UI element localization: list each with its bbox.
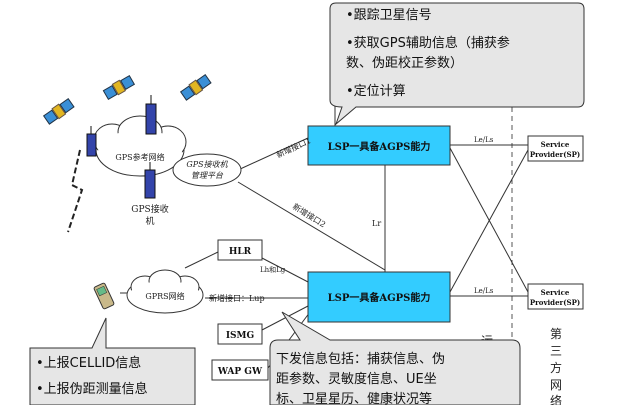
svg-text:网: 网 (550, 378, 562, 392)
gps-receiver-tower-icon (144, 162, 156, 199)
gps-receiver-tower-icon (145, 95, 157, 135)
gps-receiver-label: GPS接收 (131, 203, 168, 215)
link-gprs-hlr (184, 251, 219, 269)
top-callout-line-1: •跟踪卫星信号 (346, 8, 432, 23)
svg-text:方: 方 (550, 360, 562, 375)
hlr-label: HLR (229, 247, 252, 257)
bullet-icon: • (346, 84, 354, 99)
lh-lg-label: Lh和Lg (260, 265, 286, 274)
top-callout-line-2b: 数、伪距校正参数） (346, 56, 464, 71)
svg-text:第: 第 (550, 327, 562, 341)
new-interface-1-label: 新增接口1 (275, 135, 313, 160)
left-callout-line-2: •上报伪距测量信息 (36, 382, 148, 397)
lsp-node-bottom: LSP一具备AGPS能力 (307, 271, 451, 323)
new-interface-lup-label: 新增接口：Lup (209, 293, 265, 303)
link-ismg (261, 305, 309, 331)
le-ls-top-label: Le/Ls (474, 136, 494, 144)
gprs-network-cloud: GPRS网络 (126, 269, 204, 314)
sp-bottom-label-1: Service (541, 288, 570, 297)
bullet-icon: • (36, 356, 44, 371)
gps-receiver-label-2: 机 (145, 215, 154, 227)
lr-label: Lr (372, 219, 381, 228)
top-callout-line-2: •获取GPS辅助信息（捕获参 (346, 36, 510, 51)
link-cross-2 (449, 149, 529, 293)
ismg-node: ISMG (217, 323, 263, 345)
le-ls-bottom-label: Le/Ls (474, 287, 494, 295)
lsp-bottom-label: LSP一具备AGPS能力 (328, 291, 431, 304)
gps-reference-network-cloud: GPS参考网络 (93, 115, 187, 177)
gps-receiver-tower-icon (86, 126, 97, 157)
left-callout-line-1: •上报CELLID信息 (36, 356, 142, 371)
bullet-icon: • (346, 36, 354, 51)
lsp-top-label: LSP一具备AGPS能力 (328, 140, 431, 153)
bullet-icon: • (346, 8, 354, 23)
bottom-callout-shape (269, 311, 521, 405)
ismg-label: ISMG (226, 331, 254, 341)
sp-bottom-label-2: Provider(SP) (530, 298, 580, 307)
gps-mgmt-label-1: GPS接收机 (186, 160, 228, 169)
service-provider-node-bottom: Service Provider(SP) (527, 283, 584, 310)
link-hlr (261, 257, 311, 284)
bottom-callout-line-3: 标、卫星星历、健康状况等 (276, 392, 433, 407)
left-callout-shape (29, 317, 196, 405)
gps-management-platform-node: GPS接收机 管理平台 (172, 153, 242, 187)
third-party-network-label: 第 三 方 网 络 (550, 327, 562, 405)
satellite-icon (102, 74, 136, 101)
gps-ref-net-label: GPS参考网络 (115, 152, 164, 162)
lsp-node-top: LSP一具备AGPS能力 (307, 125, 451, 166)
wap-gateway-node: WAP GW (211, 359, 269, 381)
sp-top-label-2: Provider(SP) (530, 150, 580, 159)
hlr-node: HLR (217, 239, 263, 261)
bottom-callout-line-2: 距参数、灵敏度信息、UE坐 (276, 372, 437, 387)
link-new-interface-2 (237, 181, 386, 271)
svg-text:络: 络 (550, 393, 562, 405)
svg-text:三: 三 (550, 344, 562, 358)
link-new-interface-1 (237, 137, 309, 171)
sp-top-label-1: Service (541, 140, 570, 149)
mobile-phone-icon (93, 282, 115, 310)
top-callout-shape (329, 2, 585, 126)
bullet-icon: • (36, 382, 44, 397)
top-callout-line-3: •定位计算 (346, 84, 406, 99)
wireless-link-icon (67, 149, 84, 233)
bottom-callout-line-1: 下发信息包括：捕获信息、伪 (276, 352, 446, 367)
gps-mgmt-label-2: 管理平台 (191, 171, 224, 180)
gprs-label: GPRS网络 (145, 291, 184, 301)
satellite-icon (179, 74, 212, 101)
wapgw-label: WAP GW (217, 367, 263, 377)
satellite-icon (42, 98, 75, 125)
service-provider-node-top: Service Provider(SP) (527, 135, 584, 162)
